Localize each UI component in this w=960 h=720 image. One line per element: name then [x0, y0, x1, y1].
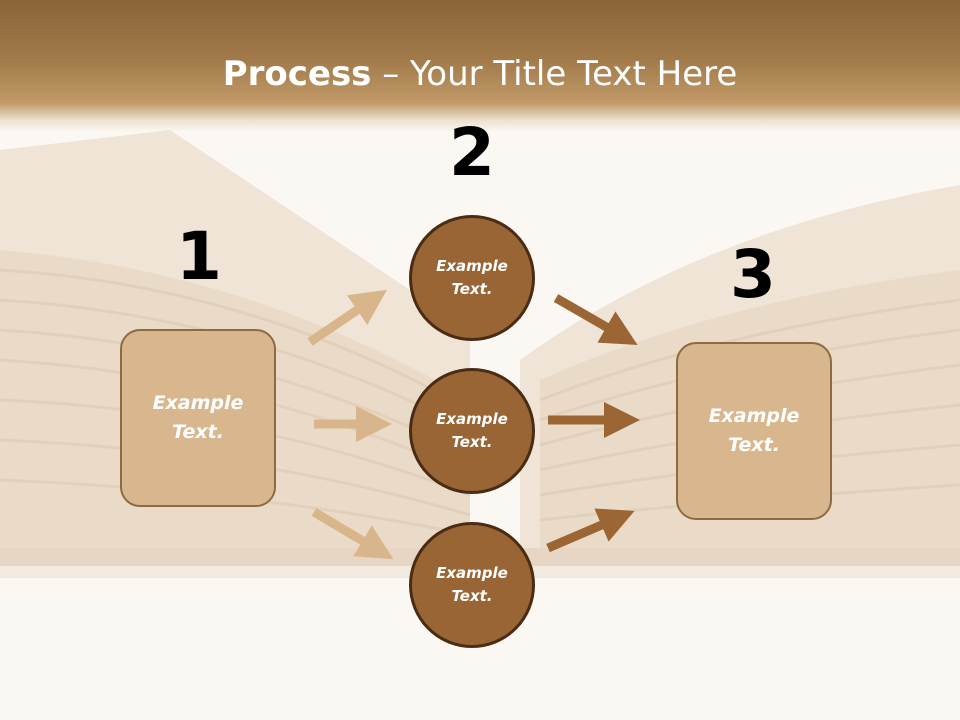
slide-title: Process – Your Title Text Here	[0, 50, 960, 98]
step-2-circle-top-text: Example Text.	[436, 257, 508, 298]
title-rest-part: – Your Title Text Here	[371, 54, 738, 94]
arrow-1-to-2-bottom	[311, 508, 394, 560]
step-3-number: 3	[730, 236, 776, 313]
step-2-circle-middle: Example Text.	[409, 368, 535, 494]
arrow-2-to-3-top	[553, 294, 638, 345]
step-3-box: Example Text.	[676, 342, 832, 520]
step-2-circle-top: Example Text.	[409, 215, 535, 341]
step-1-number: 1	[176, 218, 222, 295]
arrow-1-to-2-top	[307, 289, 387, 346]
step-3-text: Example Text.	[708, 405, 800, 456]
title-bold-part: Process	[222, 54, 372, 94]
title-bar	[0, 0, 960, 132]
step-2-circle-bottom: Example Text.	[409, 522, 535, 648]
step-1-text: Example Text.	[152, 392, 244, 443]
arrow-2-to-3-bottom	[546, 508, 635, 553]
step-1-box: Example Text.	[120, 329, 276, 507]
step-2-number: 2	[449, 114, 495, 191]
step-2-circle-bottom-text: Example Text.	[436, 564, 508, 605]
step-2-circle-middle-text: Example Text.	[436, 410, 508, 451]
